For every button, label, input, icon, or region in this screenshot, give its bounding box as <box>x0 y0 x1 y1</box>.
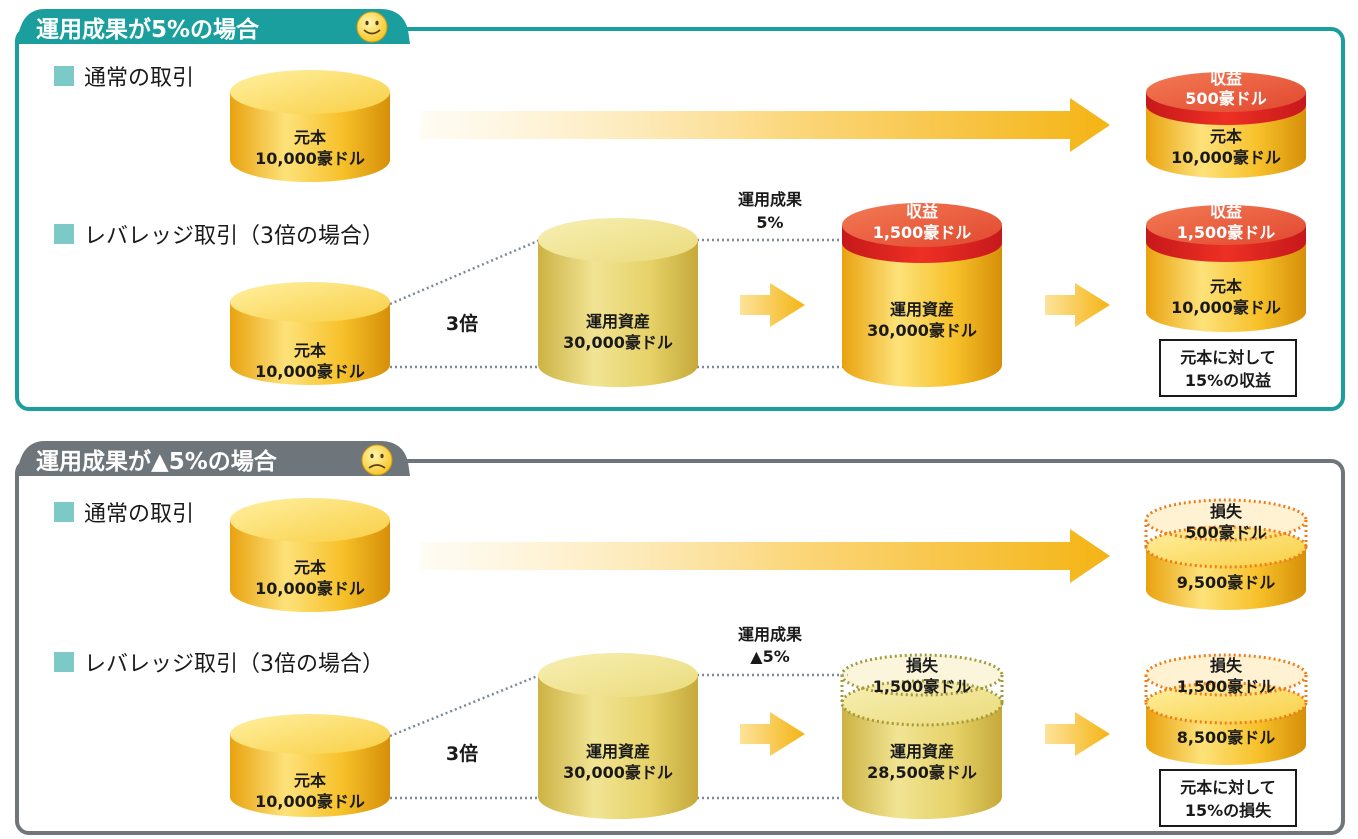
summary-note: 元本に対して 15%の損失 <box>1159 769 1297 827</box>
loss-section-title: 運用成果が▲5%の場合 <box>36 448 278 475</box>
principal-amount: 10,000豪ドル <box>255 792 365 811</box>
result-cylinder: 収益 1,500豪ドル 元本 10,000豪ドル <box>1146 202 1306 332</box>
principal-amount: 10,000豪ドル <box>255 149 365 168</box>
step-arrow <box>740 283 805 327</box>
normal-label: 通常の取引 <box>84 66 194 91</box>
performance-title: 運用成果 <box>738 190 802 209</box>
principal-title: 元本 <box>294 558 326 577</box>
note-line: 元本に対して <box>1180 778 1276 797</box>
profit-title: 収益 <box>1210 69 1242 88</box>
principal-title: 元本 <box>294 341 326 360</box>
assets-title: 運用資産 <box>890 300 954 319</box>
multiplier-label: 3倍 <box>446 312 478 335</box>
leverage-label: レバレッジ取引（3倍の場合） <box>84 652 384 677</box>
connector-line <box>389 238 541 306</box>
profit-amount: 500豪ドル <box>1185 89 1266 108</box>
loss-title: 損失 <box>1210 656 1243 675</box>
result-arrow <box>420 529 1110 583</box>
leverage-bullet <box>54 652 74 672</box>
assets-amount: 30,000豪ドル <box>867 321 977 340</box>
profit-amount: 1,500豪ドル <box>1177 223 1276 242</box>
loss-amount: 1,500豪ドル <box>873 677 972 696</box>
profit-title: 収益 <box>1210 202 1242 221</box>
principal-amount: 10,000豪ドル <box>255 579 365 598</box>
assets-with-profit-cylinder: 収益 1,500豪ドル 運用資産 30,000豪ドル <box>842 202 1002 387</box>
principal-amount: 10,000豪ドル <box>255 362 365 381</box>
result-cylinder: 損失 1,500豪ドル 8,500豪ドル <box>1144 653 1308 765</box>
assets-title: 運用資産 <box>890 742 954 761</box>
result-amount: 10,000豪ドル <box>1171 148 1281 167</box>
result-amount: 9,500豪ドル <box>1177 573 1276 592</box>
note-line: 元本に対して <box>1180 348 1276 367</box>
assets-amount: 30,000豪ドル <box>563 763 673 782</box>
result-amount: 10,000豪ドル <box>1171 298 1281 317</box>
loss-amount: 1,500豪ドル <box>1177 677 1276 696</box>
loss-amount: 500豪ドル <box>1185 523 1266 542</box>
normal-bullet <box>54 502 74 522</box>
assets-title: 運用資産 <box>586 312 650 331</box>
result-title: 元本 <box>1210 127 1242 146</box>
principal-cylinder: 元本 10,000豪ドル <box>230 714 390 817</box>
performance-value: 5% <box>756 213 783 232</box>
leverage-bullet <box>54 224 74 244</box>
loss-title: 損失 <box>1210 502 1243 521</box>
profit-section-title: 運用成果が5%の場合 <box>36 16 260 43</box>
step-arrow <box>1045 283 1110 327</box>
principal-cylinder: 元本 10,000豪ドル <box>230 70 390 182</box>
result-cylinder: 収益 500豪ドル 元本 10,000豪ドル <box>1146 69 1306 178</box>
loss-section-tab <box>17 441 410 484</box>
result-amount: 8,500豪ドル <box>1177 728 1276 747</box>
result-arrow <box>420 98 1110 152</box>
smile-icon <box>356 11 388 43</box>
profit-section: 運用成果が5%の場合 通常の取引 元本 10,000豪ドル 収益 500豪ドル … <box>15 9 1345 411</box>
assets-cylinder: 運用資産 30,000豪ドル <box>538 218 698 387</box>
principal-cylinder: 元本 10,000豪ドル <box>230 282 390 385</box>
loss-title: 損失 <box>906 656 939 675</box>
note-line: 15%の損失 <box>1185 801 1272 820</box>
performance-value: ▲5% <box>750 647 789 666</box>
normal-bullet <box>54 66 74 86</box>
principal-cylinder: 元本 10,000豪ドル <box>230 498 390 612</box>
leverage-label: レバレッジ取引（3倍の場合） <box>84 224 384 249</box>
note-line: 15%の収益 <box>1185 371 1271 390</box>
assets-cylinder: 運用資産 30,000豪ドル <box>538 653 698 819</box>
assets-with-loss-cylinder: 損失 1,500豪ドル 運用資産 28,500豪ドル <box>840 653 1004 819</box>
principal-title: 元本 <box>294 128 326 147</box>
profit-amount: 1,500豪ドル <box>873 223 972 242</box>
multiplier-label: 3倍 <box>446 742 478 765</box>
step-arrow <box>740 712 805 756</box>
step-arrow <box>1045 712 1110 756</box>
performance-title: 運用成果 <box>738 625 802 644</box>
result-cylinder: 損失 500豪ドル 9,500豪ドル <box>1144 498 1308 610</box>
frown-icon <box>361 444 393 476</box>
assets-amount: 30,000豪ドル <box>563 333 673 352</box>
result-title: 元本 <box>1210 277 1242 296</box>
summary-note: 元本に対して 15%の収益 <box>1159 339 1297 397</box>
normal-label: 通常の取引 <box>84 502 194 527</box>
assets-amount: 28,500豪ドル <box>867 763 977 782</box>
assets-title: 運用資産 <box>586 742 650 761</box>
loss-section: 運用成果が▲5%の場合 通常の取引 元本 10,000豪ドル 損失 500豪ドル <box>15 441 1345 835</box>
connector-line <box>389 673 541 738</box>
profit-title: 収益 <box>906 202 938 221</box>
profit-section-tab <box>17 9 410 52</box>
principal-title: 元本 <box>294 771 326 790</box>
